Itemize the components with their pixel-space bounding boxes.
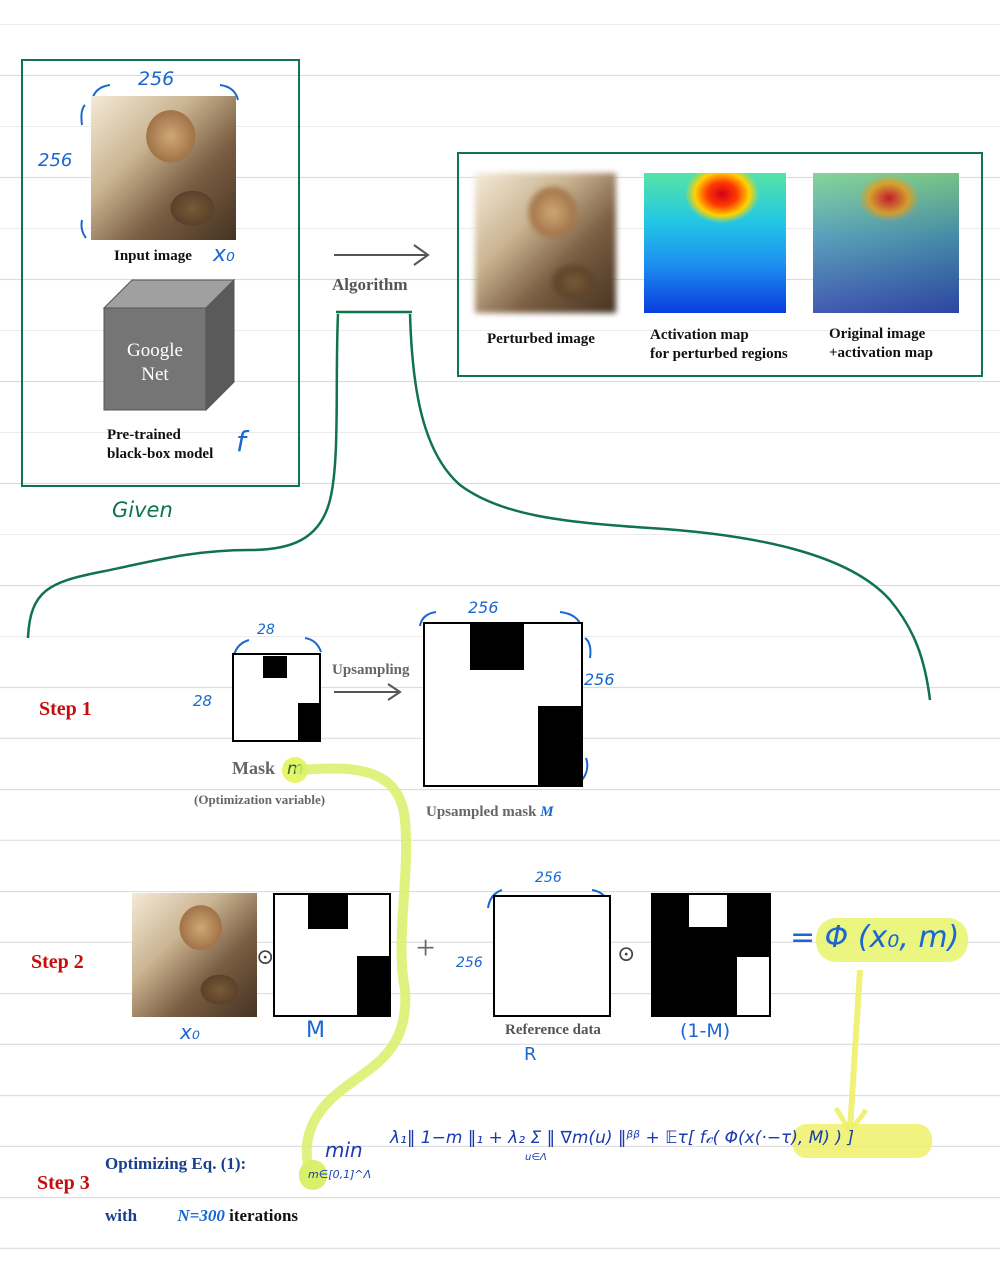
algorithm-arrow	[334, 244, 430, 266]
activation-map-image	[644, 173, 786, 313]
model-symbol: f	[236, 425, 246, 458]
input-symbol: x₀	[213, 242, 235, 267]
upsampled-symbol: M	[540, 804, 554, 820]
upsampling-arrow	[334, 683, 402, 701]
iterations-suffix: iterations	[229, 1206, 299, 1225]
one-minus-M-symbol: (1-M)	[680, 1020, 731, 1042]
given-box	[21, 59, 300, 487]
step1-label: Step 1	[39, 698, 92, 720]
upsampled-size-right: 256	[584, 670, 615, 689]
step2-x0-image	[132, 893, 257, 1017]
step2-label: Step 2	[31, 951, 84, 973]
mask-sublabel: (Optimization variable)	[194, 792, 326, 807]
input-width-label: 256	[138, 68, 175, 90]
plus-sign: +	[416, 930, 436, 967]
mask-label: Mask	[232, 758, 276, 778]
overlay-caption-line1: Original image	[829, 326, 926, 342]
mask-m-block-top	[263, 656, 287, 678]
activation-caption-line2: for perturbed regions	[650, 346, 788, 362]
upsampled-label: Upsampled mask M	[426, 804, 554, 821]
result-highlight	[816, 918, 968, 962]
model-caption-line1: Pre-trained	[107, 427, 181, 443]
formula-min: min	[325, 1138, 363, 1162]
perturbed-caption: Perturbed image	[487, 331, 595, 347]
step3-line1: Optimizing Eq. (1):	[105, 1154, 247, 1173]
input-image-caption: Input image	[114, 248, 192, 264]
upsampled-label-text: Upsampled mask	[426, 804, 537, 820]
odot-2: ⊙	[617, 941, 636, 966]
mask-size-top: 28	[257, 622, 275, 638]
inverse-mask-white-top	[689, 895, 727, 927]
step2-M-block-bottom	[357, 956, 389, 1015]
result-expression: = Φ (x₀, m)	[790, 920, 960, 955]
input-image	[91, 96, 236, 240]
overlay-caption-line2: +activation map	[829, 345, 933, 361]
step3-with: with	[105, 1206, 138, 1225]
step2-x0-symbol: x₀	[180, 1020, 200, 1044]
odot-1: ⊙	[256, 944, 275, 969]
model-name-line2: Net	[141, 364, 169, 385]
reference-symbol: R	[524, 1044, 537, 1065]
step2-M-symbol: M	[306, 1018, 325, 1043]
reference-size-left: 256	[456, 955, 483, 971]
mask-m	[232, 653, 321, 742]
inverse-mask-white-bottom	[737, 957, 769, 1015]
step3-line2: with N=300 iterations	[105, 1206, 298, 1226]
googlenet-cube	[102, 278, 236, 412]
model-name-line1: Google	[127, 340, 183, 361]
algorithm-label: Algorithm	[332, 275, 408, 294]
formula-sum-subscript: u∈Λ	[525, 1152, 547, 1163]
reference-data-box	[493, 895, 611, 1017]
outputs-box	[457, 152, 983, 377]
formula-body: λ₁‖ 1−m ‖₁ + λ₂ Σ ‖ ∇m(u) ‖ᵝᵝ + 𝔼τ[ f𝒸( …	[390, 1128, 855, 1148]
overlay-image	[813, 173, 959, 313]
upsampled-dimension-brackets	[419, 611, 592, 781]
mask-m-block-bottom	[298, 703, 319, 740]
step2-M-block-top	[308, 895, 348, 929]
reference-size-top: 256	[535, 870, 562, 886]
upsampled-block-top	[470, 624, 524, 670]
perturbed-image	[475, 173, 616, 313]
upsampling-label: Upsampling	[332, 662, 410, 678]
given-label: Given	[112, 498, 173, 522]
formula-highlight-m	[299, 1160, 327, 1190]
iterations-value: N=300	[177, 1206, 225, 1225]
step3-label: Step 3	[37, 1172, 90, 1194]
upsampled-size-top: 256	[468, 598, 499, 617]
formula-constraint: m∈[0,1]^Λ	[308, 1168, 372, 1181]
step2-M-mask	[273, 893, 391, 1017]
upsampled-block-bottom	[538, 706, 581, 785]
input-height-label: 256	[38, 150, 73, 171]
inverse-mask	[651, 893, 771, 1017]
algorithm-expansion-brace	[26, 310, 932, 701]
reference-label: Reference data	[505, 1022, 601, 1038]
formula-highlight-phi	[792, 1124, 932, 1158]
activation-caption-line1: Activation map	[650, 327, 749, 343]
mask-size-left: 28	[193, 692, 213, 710]
upsampled-mask-M	[423, 622, 583, 787]
model-caption-line2: black-box model	[107, 446, 214, 462]
